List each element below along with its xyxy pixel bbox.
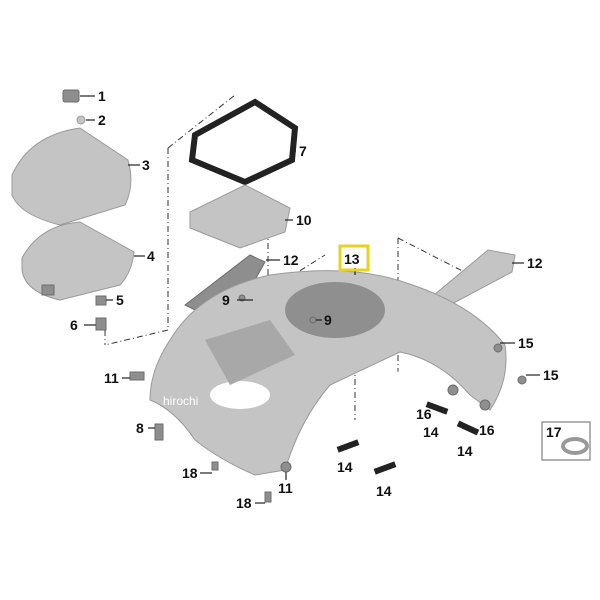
callout-15: 15	[518, 335, 534, 351]
part-gasket-7	[188, 98, 299, 186]
part-pad-10	[189, 184, 291, 249]
callout-14: 14	[423, 424, 439, 440]
part-clip-6	[95, 317, 107, 331]
callout-16: 16	[416, 406, 432, 422]
callout-9: 9	[222, 292, 230, 308]
part-cover-3	[11, 127, 132, 226]
callout-8: 8	[136, 420, 144, 436]
hardware	[129, 294, 527, 503]
callout-15: 15	[543, 367, 559, 383]
callout-7: 7	[299, 143, 307, 159]
part-tank-cover-13	[149, 270, 507, 476]
callout-11: 11	[104, 370, 119, 386]
callout-14: 14	[337, 459, 353, 475]
part-bolt-1	[62, 89, 86, 125]
callout-14: 14	[457, 443, 473, 459]
callout-12: 12	[283, 252, 299, 268]
callout-17: 17	[546, 424, 562, 440]
filler-opening	[285, 282, 385, 338]
callout-9: 9	[324, 312, 332, 328]
cutout	[362, 371, 418, 399]
cutout	[210, 381, 270, 409]
callout-18: 18	[182, 465, 198, 481]
callout-4: 4	[147, 248, 155, 264]
callout-6: 6	[70, 317, 78, 333]
callout-2: 2	[98, 112, 106, 128]
callout-12: 12	[527, 255, 543, 271]
callout-5: 5	[116, 292, 124, 308]
part-nut-5	[95, 295, 107, 306]
callout-13: 13	[344, 251, 360, 267]
callout-18: 18	[236, 495, 252, 511]
callout-11: 11	[278, 480, 293, 496]
part-carrier-4	[21, 221, 135, 301]
part-17-box	[541, 421, 591, 461]
leader-lines	[80, 95, 540, 504]
watermark: hirochi	[163, 394, 198, 408]
callout-3: 3	[142, 157, 150, 173]
callout-labels: 1 2 3 4 5 6 7 8 9 9 10 11 11 12 12 13 14…	[70, 88, 562, 511]
callout-1: 1	[98, 88, 106, 104]
callout-13-highlight	[338, 244, 370, 272]
callout-16: 16	[479, 422, 495, 438]
callout-14: 14	[376, 483, 392, 499]
part-trim-12-left	[184, 254, 266, 311]
part-tray	[205, 320, 295, 385]
callout-10: 10	[296, 212, 312, 228]
